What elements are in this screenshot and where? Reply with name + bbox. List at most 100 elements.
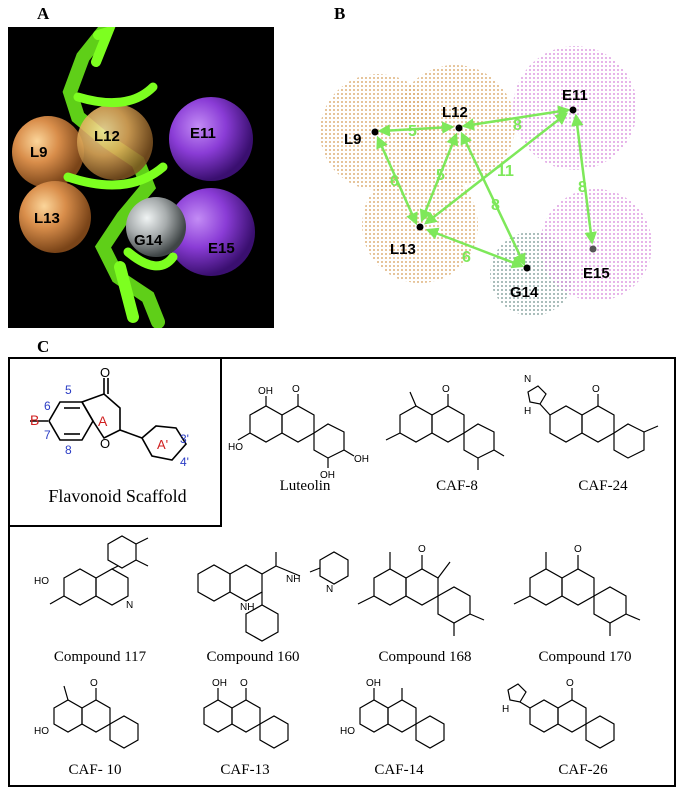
luteolin-oh-3p: OH — [320, 470, 335, 480]
c160-ring-c — [229, 564, 263, 602]
dist-l13-l12: 5 — [436, 167, 445, 184]
row3-structures: O HO OH O OH HO O H — [34, 678, 615, 749]
caf10-ho: HO — [34, 726, 49, 737]
c117-ho: HO — [34, 576, 49, 587]
caf8-ring-c — [431, 405, 465, 443]
caf14-ring-b — [415, 715, 445, 749]
caf8-o: O — [442, 384, 450, 395]
flavonoid-scaffold-structure: O O B A A' 5 6 7 8 3' 4' — [30, 366, 189, 469]
scaffold-ring-o: O — [100, 436, 110, 451]
sphere-l13 — [19, 181, 91, 253]
compound-caf-24: CAF-24 — [578, 478, 628, 494]
c117-ring-b — [95, 568, 129, 606]
caf24-ring-a — [549, 405, 583, 443]
dist-l13-g14: 6 — [462, 249, 471, 266]
caf10-ring-a — [53, 699, 83, 733]
scaffold-ring-a-prime-label: A' — [157, 437, 168, 452]
dist-l9-l13: 6 — [390, 173, 399, 190]
caf24-tetrazole — [527, 385, 547, 405]
panel-a-label: A — [37, 4, 50, 23]
label-a-e15: E15 — [208, 240, 235, 257]
caf14-ring-c — [387, 699, 417, 733]
caf10-ring-c — [81, 699, 111, 733]
c117-n: N — [126, 600, 133, 611]
compound-luteolin: Luteolin — [279, 478, 331, 494]
helix-ribbon-mid — [73, 82, 158, 108]
dist-l12-g14: 8 — [491, 197, 500, 214]
c160-ring-a — [197, 564, 231, 602]
scaffold-title: Flavonoid Scaffold — [48, 486, 187, 506]
edge-l9-l13 — [376, 135, 418, 226]
panel-c-label: C — [37, 337, 50, 356]
caf26-ring-a — [529, 699, 559, 733]
luteolin-o: O — [292, 384, 300, 395]
c168-ring-a — [373, 568, 407, 606]
edge-l13-g14 — [425, 227, 525, 269]
node-l13 — [416, 223, 424, 231]
luteolin-ring-a — [249, 405, 283, 443]
compound-168: Compound 168 — [378, 649, 472, 665]
node-e11 — [569, 106, 577, 114]
caf14-ho: HO — [340, 726, 355, 737]
label-a-e11: E11 — [190, 125, 216, 142]
c160-n-pyridine: N — [326, 584, 333, 595]
helix-ribbon-top — [91, 27, 116, 67]
row2-structures: HO N NH N NH O O — [34, 535, 641, 642]
pos-5: 5 — [65, 383, 72, 397]
label-b-l9: L9 — [344, 131, 362, 148]
caf13-ring-b — [259, 715, 289, 749]
sphere-e11 — [169, 97, 253, 181]
c160-nh-amide: NH — [286, 574, 300, 585]
caf8-ring-a — [399, 405, 433, 443]
sphere-b-e15 — [540, 189, 652, 301]
caf26-ring-c — [557, 699, 587, 733]
compound-160: Compound 160 — [206, 649, 300, 665]
label-a-g14: G14 — [134, 232, 163, 249]
caf13-o: O — [240, 678, 248, 689]
panel-c-frame — [8, 357, 676, 787]
helix-ribbon-tail — [114, 261, 139, 323]
c168-o: O — [418, 544, 426, 555]
label-a-l13: L13 — [34, 210, 60, 227]
luteolin-oh-5: OH — [258, 386, 273, 397]
scaffold-frame — [8, 357, 222, 527]
c160-pyridine — [319, 551, 349, 585]
helix-ribbon-lower — [63, 162, 168, 190]
sphere-l9 — [12, 116, 84, 188]
dist-e11-e15: 8 — [578, 179, 587, 196]
caf14-ring-a — [359, 699, 389, 733]
panel-b-label: B — [334, 4, 346, 23]
c170-ring-a — [529, 568, 563, 606]
compound-caf-13: CAF-13 — [220, 762, 270, 778]
caf26-o: O — [566, 678, 574, 689]
scaffold-ring-a-label: A — [98, 413, 108, 429]
sphere-g14 — [126, 197, 186, 257]
luteolin-ring-c — [281, 405, 315, 443]
label-a-l9: L9 — [30, 144, 48, 161]
scaffold-ring-b-label: B — [30, 412, 39, 428]
compound-caf-14: CAF-14 — [374, 762, 424, 778]
dist-l9-l12: 5 — [408, 123, 417, 140]
compound-170: Compound 170 — [538, 649, 632, 665]
helix-ribbon-bottom — [123, 247, 178, 271]
ring-a-prime-shape — [140, 425, 187, 461]
label-b-l12: L12 — [442, 104, 468, 121]
panel-a-render: L9 L12 E11 L13 G14 E15 — [8, 27, 274, 328]
c117-ring-a — [63, 568, 97, 606]
luteolin-oh-4p: OH — [354, 454, 369, 465]
row1-structures: O OH HO OH OH O O N H — [228, 374, 659, 480]
c170-o: O — [574, 544, 582, 555]
pos-4-prime: 4' — [180, 455, 189, 469]
dist-l13-e11: 11 — [497, 163, 514, 180]
caf26-tetrazole — [507, 683, 527, 703]
c117-ring-c — [107, 535, 137, 569]
dist-l12-e11: 8 — [513, 117, 522, 134]
caf24-ring-b — [613, 423, 645, 459]
caf13-ring-c — [231, 699, 261, 733]
caf24-o: O — [592, 384, 600, 395]
label-b-e11: E11 — [562, 87, 588, 104]
caf26-ring-b — [585, 715, 615, 749]
caf14-oh: OH — [366, 678, 381, 689]
pos-6: 6 — [44, 399, 51, 413]
label-a-l12: L12 — [94, 128, 120, 145]
